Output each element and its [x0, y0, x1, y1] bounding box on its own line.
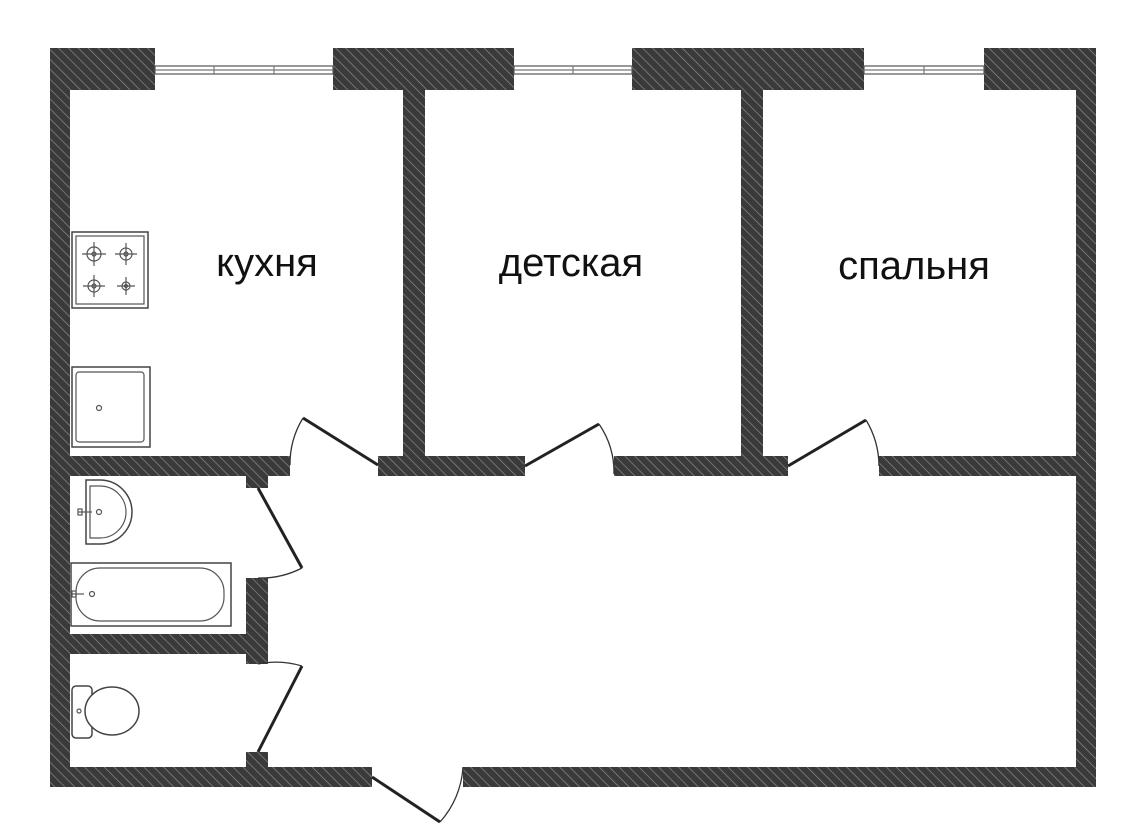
door-kids — [524, 422, 615, 475]
outer-walls — [50, 48, 1096, 787]
right-wall — [1076, 48, 1096, 787]
bottom-wall-right — [463, 767, 1096, 787]
windows — [154, 65, 985, 75]
top-wall-mid-right — [632, 48, 864, 90]
wall-kids-bottom-left — [378, 456, 525, 476]
bathtub-icon — [70, 562, 232, 627]
wall-bedroom-bottom — [879, 456, 1076, 476]
kids-room-label: детская — [499, 241, 643, 285]
interior-walls — [70, 90, 1076, 767]
left-wall — [50, 48, 70, 787]
wall-kids-bedroom — [741, 90, 763, 476]
door-bedroom — [787, 418, 880, 468]
bottom-wall-left — [50, 767, 372, 787]
wall-kitchen-kids — [403, 90, 425, 476]
window-bedroom — [863, 65, 985, 75]
kitchen-label: кухня — [216, 241, 318, 285]
wall-kitchen-bottom — [70, 456, 290, 476]
bath-wall-top — [246, 476, 268, 488]
wall-bath-wc — [70, 634, 268, 654]
washbasin-icon — [77, 479, 133, 545]
bedroom-label: спальня — [838, 244, 990, 288]
door-entrance — [371, 766, 464, 824]
door-kitchen — [289, 416, 379, 467]
toilet-icon — [71, 685, 140, 739]
door-bathroom — [256, 487, 304, 579]
door-wc — [256, 661, 304, 753]
stove-icon — [71, 231, 149, 309]
top-wall-mid-left — [333, 48, 514, 90]
window-kitchen — [154, 65, 334, 75]
wall-kids-bottom-right — [614, 456, 788, 476]
doors — [256, 416, 880, 824]
toilet-wall-bottom — [246, 752, 268, 767]
sink-icon — [71, 366, 151, 448]
window-kids — [513, 65, 633, 75]
